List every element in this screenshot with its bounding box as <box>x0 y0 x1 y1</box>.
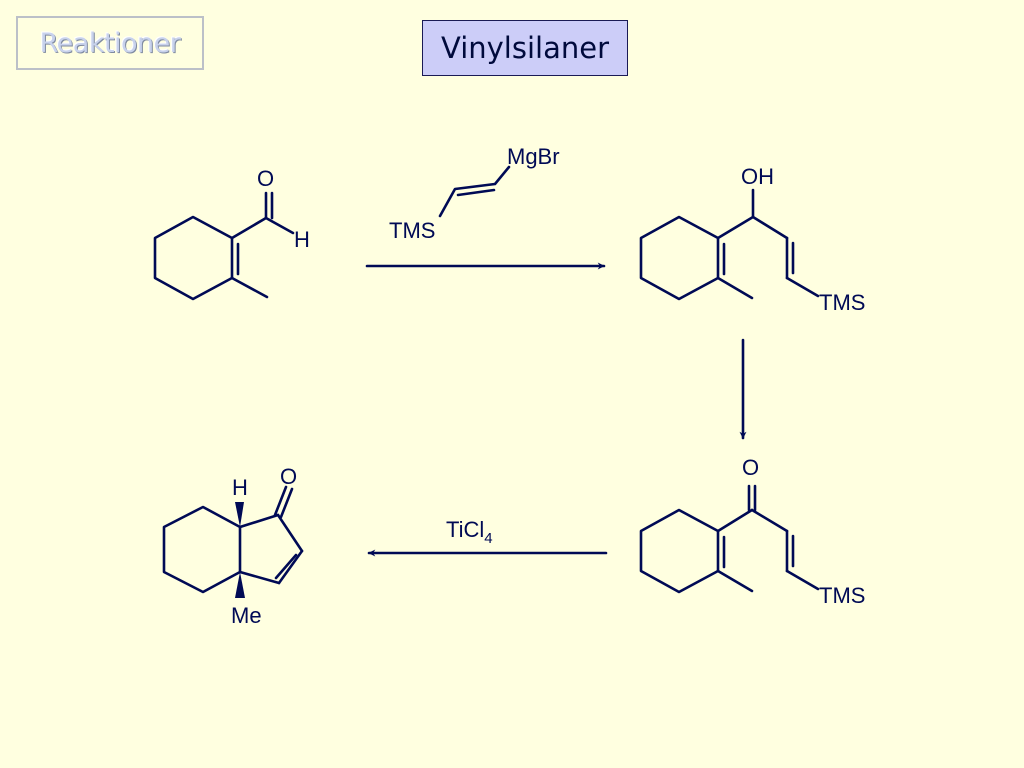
sm-oxygen-label: O <box>257 166 274 191</box>
starting-aldehyde <box>153 191 295 301</box>
wedge-bond-me <box>235 572 245 598</box>
ketone-oxygen-label: O <box>742 455 759 480</box>
ketone-tms-label: TMS <box>819 583 865 608</box>
nav-reaktioner-label: Reaktioner <box>39 27 181 59</box>
reagent-mgbr-label: MgBr <box>507 144 560 169</box>
enone-ketone <box>639 484 820 594</box>
product-hydrogen-label: H <box>232 475 248 500</box>
alcohol-tms-label: TMS <box>819 290 865 315</box>
ticl4-subscript: 4 <box>484 530 492 547</box>
allylic-alcohol <box>639 188 820 301</box>
product-oxygen-label: O <box>280 464 297 489</box>
alcohol-oh-label: OH <box>741 164 774 189</box>
nav-reaktioner-button[interactable]: Reaktioner <box>16 16 204 70</box>
slide-title: Vinylsilaner <box>441 31 609 65</box>
ticl4-reagent-label: TiCl4 <box>446 517 493 547</box>
product-methyl-label: Me <box>231 603 262 628</box>
wedge-bond-h <box>235 502 244 527</box>
sm-hydrogen-label: H <box>294 227 310 252</box>
vinyl-grignard-reagent <box>438 165 511 218</box>
reagent-tms-label: TMS <box>389 218 435 243</box>
ticl4-main: TiCl <box>446 517 484 542</box>
slide-title-box: Vinylsilaner <box>422 20 628 76</box>
bicyclic-enone-product <box>162 485 304 594</box>
